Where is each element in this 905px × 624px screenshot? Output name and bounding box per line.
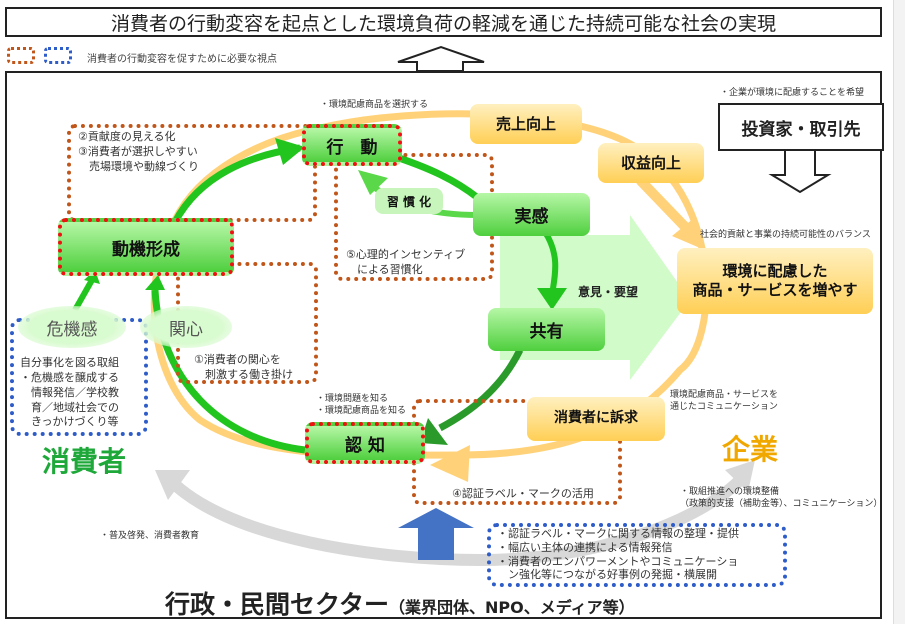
- sector-items: ・認証ラベル・マークに関する情報の整理・提供・幅広い主体の連携による情報発信・消…: [497, 527, 739, 582]
- sector-sub: （業界団体、NPO、メディア等）: [389, 598, 635, 617]
- crisis-label: 危機感: [18, 306, 126, 348]
- orange-arrow-profit: [636, 176, 694, 236]
- perspective-4-text: ④認証ラベル・マークの活用: [452, 487, 594, 500]
- legend-blue-swatch: [44, 47, 72, 64]
- action-box: 行 動: [302, 124, 402, 166]
- increase-products-box: 環境に配慮した商品・サービスを増やす: [677, 248, 873, 314]
- communication-note: 環境配慮商品・サービスを通じたコミュニケーション: [670, 390, 779, 412]
- gray-arc: [165, 475, 745, 567]
- action-note: ・環境配慮商品を選択する: [320, 100, 429, 110]
- sales-up-box: 売上向上: [470, 104, 582, 144]
- env-note: ・取組推進への環境整備（政策的支援（補助金等）、コミュニケーション）: [680, 487, 883, 509]
- up-arrow-to-title: [397, 45, 485, 72]
- orange-arrow-appeal-head: [430, 445, 470, 482]
- consumer-label: 消費者: [42, 445, 127, 478]
- appeal-box: 消費者に訴求: [527, 397, 665, 441]
- green-arrow-share-recognition: [438, 348, 524, 432]
- sector-name: 行政・民間セクター: [165, 590, 390, 619]
- blue-up-arrow: [398, 508, 474, 560]
- legend-text: 消費者の行動変容を促すために必要な視点: [87, 54, 277, 65]
- sharing-box: 共有: [488, 308, 605, 351]
- sector-blue-box: [487, 523, 787, 587]
- habit-label: 習 慣 化: [375, 188, 443, 214]
- legend-orange-swatch: [7, 47, 35, 64]
- education-note: ・普及啓発、消費者教育: [100, 531, 200, 541]
- ownership-text: 自分事化を図る取組・危機感を醸成する 情報発信／学校教 育／地域社会での きっか…: [20, 356, 119, 429]
- profit-up-box: 収益向上: [598, 143, 704, 183]
- investors-down-arrow: [768, 149, 832, 194]
- sector-label: 行政・民間セクター（業界団体、NPO、メディア等）: [165, 585, 635, 621]
- title-text: 消費者の行動変容を起点とした環境負荷の軽減を通じた持続可能な社会の実現: [110, 12, 776, 35]
- company-label: 企業: [722, 433, 779, 466]
- balance-note: 社会的貢献と事業の持続可能性のバランス: [700, 230, 871, 240]
- perspective-1-text: ①消費者の関心を 刺激する働き掛け: [194, 353, 293, 381]
- interest-label: 関心: [140, 306, 232, 348]
- recognition-note: ・環境問題を知る・環境配慮商品を知る: [316, 394, 407, 416]
- recognition-box: 認 知: [305, 422, 425, 464]
- feeling-box: 実感: [473, 193, 590, 236]
- motivation-box: 動機形成: [58, 218, 234, 276]
- perspective-5-text: ⑤心理的インセンティブ による習慣化: [346, 248, 466, 276]
- investors-box: 投資家・取引先: [718, 103, 884, 151]
- opinion-label: 意見・要望: [578, 285, 639, 299]
- page-title: 消費者の行動変容を起点とした環境負荷の軽減を通じた持続可能な社会の実現: [5, 7, 882, 37]
- green-arrow-crisis: [72, 278, 95, 312]
- investors-note: ・企業が環境に配慮することを希望: [720, 88, 865, 98]
- scrollbar[interactable]: [893, 0, 905, 624]
